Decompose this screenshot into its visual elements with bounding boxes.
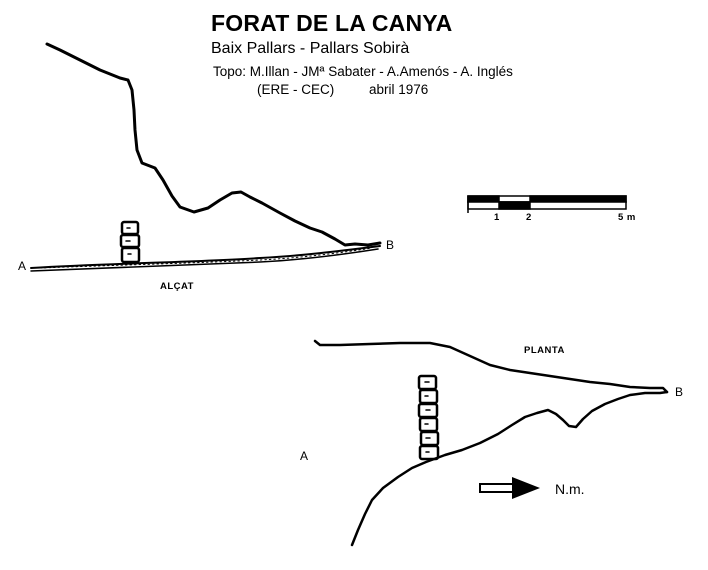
plan-label: PLANTA [524, 345, 565, 356]
elevation-label: ALÇAT [160, 281, 194, 292]
plan-point-b: B [675, 385, 684, 399]
plan-lower-wall [350, 390, 669, 547]
elevation-block-stack [119, 220, 141, 264]
plan-upper-wall [313, 339, 669, 394]
elevation-point-a: A [18, 259, 27, 273]
plan-section [313, 339, 669, 547]
elevation-point-b: B [386, 238, 395, 252]
scale-tick-2: 2 [526, 212, 532, 223]
elevation-floor-line [30, 245, 381, 269]
plan-point-a: A [300, 449, 309, 463]
north-label: N.m. [555, 481, 585, 497]
location-subtitle: Baix Pallars - Pallars Sobirà [211, 40, 410, 57]
scale-bar [467, 195, 627, 213]
elevation-floor-base [30, 248, 379, 272]
survey-date: abril 1976 [369, 82, 429, 97]
elevation-floor-stipple [39, 247, 373, 269]
scale-tick-5m: 5 m [618, 212, 636, 223]
elevation-section [30, 42, 382, 272]
topo-credits: Topo: M.Illan - JMª Sabater - A.Amenós -… [213, 64, 513, 79]
elevation-ceiling-line [45, 42, 382, 247]
plan-block-stack [417, 374, 440, 461]
scale-tick-1: 1 [494, 212, 500, 223]
organization: (ERE - CEC) [257, 82, 335, 97]
page-title: FORAT DE LA CANYA [211, 10, 453, 36]
north-arrow [479, 477, 540, 499]
